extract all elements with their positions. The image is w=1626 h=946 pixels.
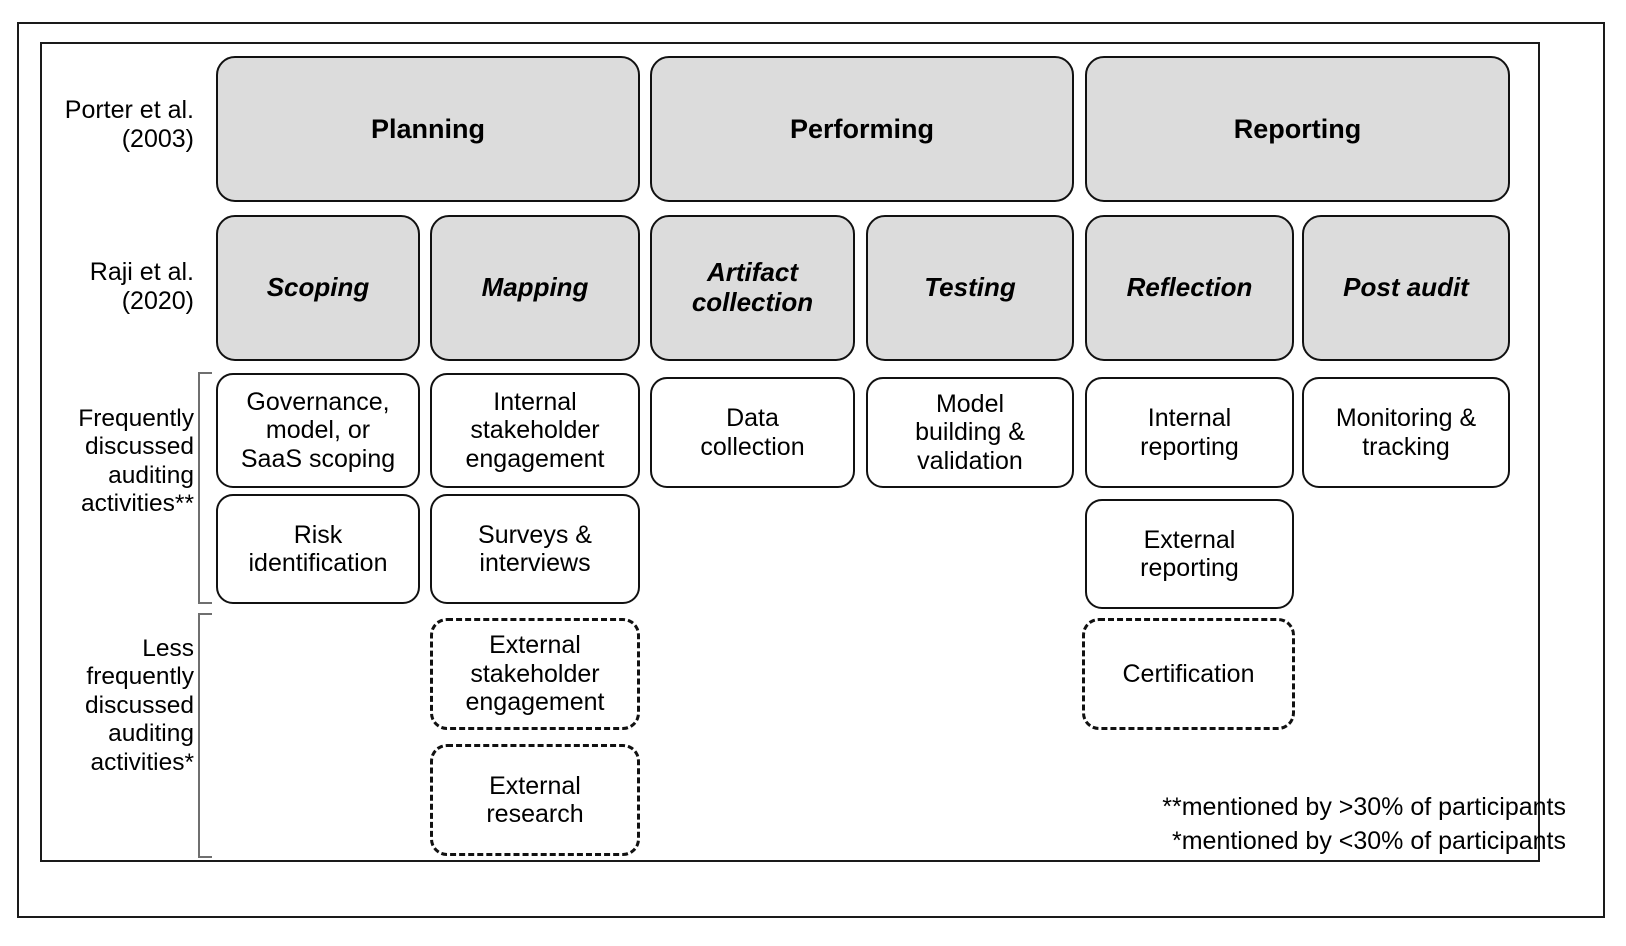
inner-figure-border (40, 42, 1540, 862)
row-label-porter: Porter et al. (2003) (64, 96, 194, 153)
activity-box-monitoring-tracking[interactable]: Monitoring & tracking (1302, 377, 1510, 488)
phase-box-performing[interactable]: Performing (650, 56, 1074, 202)
phase-box-planning[interactable]: Planning (216, 56, 640, 202)
footnote-legend: **mentioned by >30% of participants *men… (1162, 790, 1566, 858)
bracket-frequent-activities (198, 372, 212, 604)
row-label-less-frequent-activities: Less frequently discussed auditing activ… (85, 635, 194, 776)
stage-box-testing[interactable]: Testing (866, 215, 1074, 361)
footnote-single-asterisk: *mentioned by <30% of participants (1172, 827, 1566, 855)
activity-box-model-building-validation[interactable]: Model building & validation (866, 377, 1074, 488)
outer-figure-border (17, 22, 1605, 918)
activity-box-external-research[interactable]: External research (430, 744, 640, 856)
activity-box-surveys-interviews[interactable]: Surveys & interviews (430, 494, 640, 604)
row-label-frequent-activities: Frequently discussed auditing activities… (78, 405, 194, 518)
activity-box-certification[interactable]: Certification (1082, 618, 1295, 730)
stage-box-mapping[interactable]: Mapping (430, 215, 640, 361)
phase-box-reporting[interactable]: Reporting (1085, 56, 1510, 202)
activity-box-data-collection[interactable]: Data collection (650, 377, 855, 488)
activity-box-internal-reporting[interactable]: Internal reporting (1085, 377, 1294, 488)
row-label-raji: Raji et al. (2020) (89, 258, 194, 315)
stage-box-reflection[interactable]: Reflection (1085, 215, 1294, 361)
stage-box-scoping[interactable]: Scoping (216, 215, 420, 361)
activity-box-external-reporting[interactable]: External reporting (1085, 499, 1294, 609)
activity-box-risk-identification[interactable]: Risk identification (216, 494, 420, 604)
activity-box-governance-model-saas-scoping[interactable]: Governance, model, or SaaS scoping (216, 373, 420, 488)
bracket-less-frequent-activities (198, 613, 212, 858)
stage-box-artifact-collection[interactable]: Artifact collection (650, 215, 855, 361)
activity-box-external-stakeholder-engagement[interactable]: External stakeholder engagement (430, 618, 640, 730)
stage-box-post-audit[interactable]: Post audit (1302, 215, 1510, 361)
footnote-double-asterisk: **mentioned by >30% of participants (1162, 793, 1566, 821)
activity-box-internal-stakeholder-engagement[interactable]: Internal stakeholder engagement (430, 373, 640, 488)
